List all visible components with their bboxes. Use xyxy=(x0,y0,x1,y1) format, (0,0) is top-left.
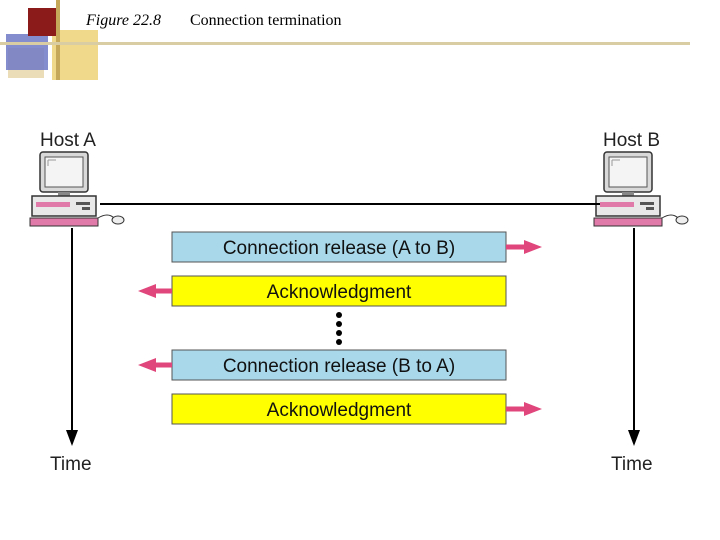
time-label-right: Time xyxy=(611,454,653,475)
host-a-computer-icon xyxy=(29,151,125,227)
header-rule xyxy=(0,42,690,45)
host-b-time-arrowhead xyxy=(628,430,640,446)
host-a-time-arrowhead xyxy=(66,430,78,446)
message-label: Acknowledgment xyxy=(267,282,412,303)
figure-number: Figure 22.8 xyxy=(86,12,161,29)
arrow-right-icon xyxy=(524,402,542,416)
decor-square xyxy=(6,34,48,70)
message-connection-release-b-to-a: Connection release (B to A) xyxy=(138,349,507,381)
arrow-left-icon xyxy=(138,284,156,298)
figure-title: Connection termination xyxy=(190,12,342,29)
host-b-label: Host B xyxy=(603,130,660,151)
message-label: Acknowledgment xyxy=(267,400,412,421)
arrow-left-icon xyxy=(138,358,156,372)
message-acknowledgment-b-to-a: Acknowledgment xyxy=(138,275,507,307)
message-label: Connection release (B to A) xyxy=(223,356,455,377)
message-label: Connection release (A to B) xyxy=(223,238,455,259)
decor-line xyxy=(56,0,60,80)
message-connection-release-a-to-b: Connection release (A to B) xyxy=(171,231,542,263)
message-acknowledgment-a-to-b: Acknowledgment xyxy=(171,393,542,425)
time-label-left: Time xyxy=(50,454,92,475)
host-b-computer-icon xyxy=(593,151,689,227)
host-a-label: Host A xyxy=(40,130,96,151)
arrow-right-icon xyxy=(524,240,542,254)
ellipsis-dots xyxy=(336,312,342,345)
decor-square xyxy=(28,8,56,36)
